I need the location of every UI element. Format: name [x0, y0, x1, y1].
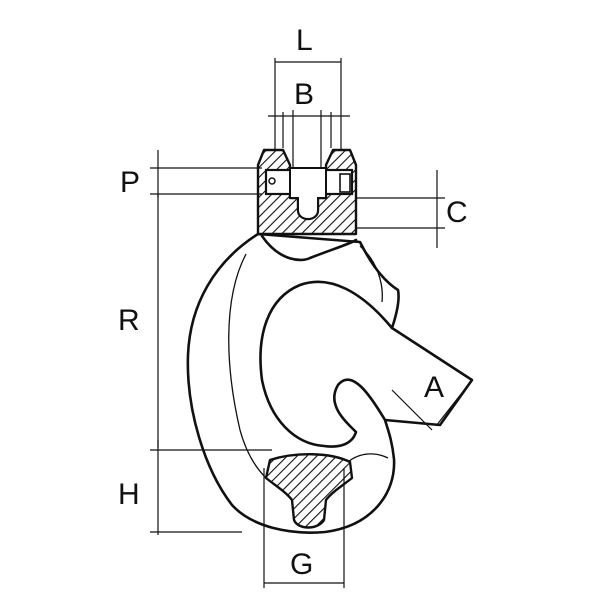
- label-C: C: [446, 196, 468, 229]
- label-P: P: [120, 166, 140, 199]
- label-H: H: [118, 478, 140, 511]
- hook-lower-bevel-line: [347, 453, 389, 463]
- label-A: A: [424, 371, 444, 404]
- clevis-slot: [289, 167, 327, 220]
- pin-hole-icon: [268, 177, 276, 185]
- hook-outer-contour: [186, 232, 474, 534]
- label-L: L: [296, 24, 313, 57]
- dimension-labels: L B P C R A H G: [118, 24, 468, 581]
- hook-throat-contour: [259, 280, 394, 448]
- lower-cross-section: [264, 453, 354, 529]
- label-B: B: [294, 78, 314, 111]
- hook-body: [186, 232, 474, 534]
- hook-inner-line: [228, 253, 267, 479]
- clevis-head: [256, 148, 358, 236]
- hook-shank-inner-curve: [260, 234, 358, 262]
- latch-line: [359, 245, 383, 303]
- pin-end: [339, 173, 351, 193]
- dimension-lines: [150, 58, 473, 588]
- label-G: G: [290, 548, 313, 581]
- label-R: R: [118, 304, 140, 337]
